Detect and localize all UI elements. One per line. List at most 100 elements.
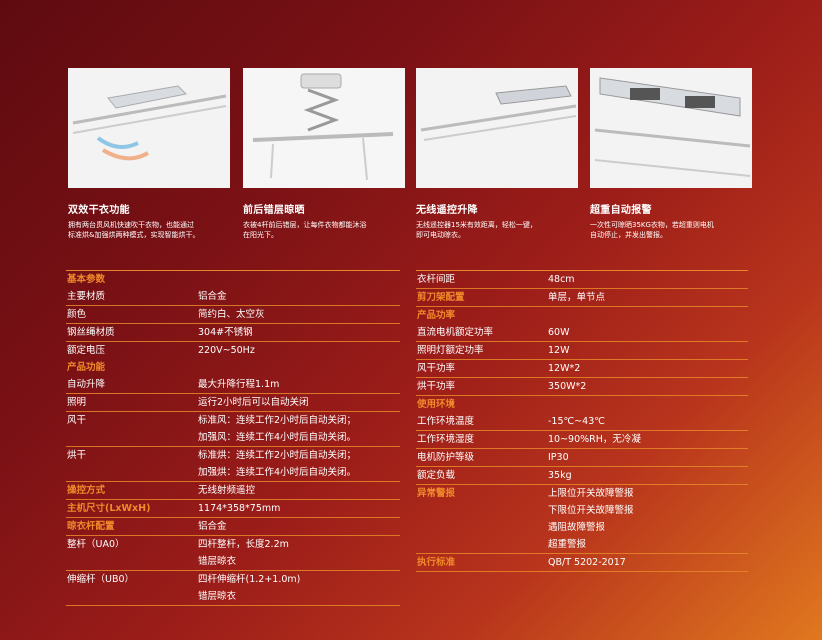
spec-row: 烘干 标准烘：连续工作2小时后自动关闭；加强烘：连续工作4小时后自动关闭。 [66, 447, 400, 482]
spec-value: 铝合金 [198, 288, 400, 305]
spec-value-line: 35kg [548, 470, 572, 481]
section-header: 使用环境 [416, 396, 748, 413]
spec-value [198, 271, 400, 288]
spec-value-line: 遇阻故障警报 [548, 522, 606, 533]
spec-row: 颜色 简约白、太空灰 [66, 306, 400, 324]
spec-row: 额定负载 35kg [416, 467, 748, 485]
spec-row: 自动升降最大升降行程1.1m [66, 376, 400, 394]
spec-label: 直流电机额定功率 [417, 327, 494, 338]
spec-value [198, 359, 400, 376]
spec-row: 工作环境湿度 10~90%RH，无冷凝 [416, 431, 748, 449]
spec-label: 伸缩杆（UB0） [67, 574, 135, 585]
spec-value-line: 铝合金 [198, 291, 227, 302]
feature-dual-drying: 双效干衣功能 拥有两台贯风机快速吹干衣物，也能通过标准烘&加强烘两种模式，实现智… [68, 201, 238, 240]
spec-value: 标准烘：连续工作2小时后自动关闭；加强烘：连续工作4小时后自动关闭。 [198, 447, 400, 481]
spec-value: 单层，单节点 [548, 289, 748, 306]
spec-value: 铝合金 [198, 518, 400, 535]
feature-title: 前后错层晾晒 [243, 205, 305, 216]
spec-value: 1174*358*75mm [198, 500, 400, 517]
spec-value: 简约白、太空灰 [198, 306, 400, 323]
spec-label: 照明灯额定功率 [417, 345, 484, 356]
feature-overload: 超重自动报警 一次性可晾晒35KG衣物，若超重则电机自动停止，并发出警报。 [590, 201, 760, 240]
spec-label: 产品功率 [417, 310, 456, 321]
spec-value-line: 1174*358*75mm [198, 503, 281, 514]
spec-label: 工作环境温度 [417, 416, 475, 427]
spec-row: 主机尺寸(LxWxH) 1174*358*75mm [66, 500, 400, 518]
spec-label: 主机尺寸(LxWxH) [67, 503, 151, 514]
spec-value-line: 12W [548, 345, 570, 356]
spec-value-line: QB/T 5202-2017 [548, 557, 626, 568]
spec-row: 晾衣杆配置 铝合金 [66, 518, 400, 536]
feature-title: 超重自动报警 [590, 205, 652, 216]
spec-row: 执行标准 QB/T 5202-2017 [416, 554, 748, 572]
spec-value: 60W [548, 324, 748, 341]
spec-value-line: 超重警报 [548, 539, 587, 550]
spec-value-line: 运行2小时后可以自动关闭 [198, 397, 309, 408]
spec-row: 风干功率 12W*2 [416, 360, 748, 378]
spec-value-line: 350W*2 [548, 381, 587, 392]
spec-label: 主要材质 [67, 291, 106, 302]
spec-row: 主要材质 铝合金 [66, 288, 400, 306]
spec-label: 烘干 [67, 450, 87, 461]
spec-label: 异常警报 [417, 488, 456, 499]
spec-value-line: 铝合金 [198, 521, 227, 532]
spec-label: 额定电压 [67, 345, 106, 356]
spec-label: 电机防护等级 [417, 452, 475, 463]
feature-title: 无线遥控升降 [416, 205, 478, 216]
spec-row: 工作环境温度 -15℃~43℃ [416, 413, 748, 431]
spec-value: IP30 [548, 449, 748, 466]
spec-value-line: 最大升降行程1.1m [198, 379, 280, 390]
spec-label: 整杆（UA0） [67, 539, 125, 550]
spec-value: 350W*2 [548, 378, 748, 395]
spec-value [548, 396, 748, 413]
spec-label: 颜色 [67, 309, 87, 320]
spec-value-line: 12W*2 [548, 363, 581, 374]
spec-label: 产品功能 [67, 362, 106, 373]
section-header: 产品功率 [416, 307, 748, 324]
spec-value: 12W*2 [548, 360, 748, 377]
spec-value-line: 标准风：连续工作2小时后自动关闭； [198, 415, 357, 426]
spec-label: 照明 [67, 397, 87, 408]
product-photo-dual-drying [68, 68, 230, 188]
spec-value-line: 无线射频遥控 [198, 485, 256, 496]
spec-value: 220V~50Hz [198, 342, 400, 359]
feature-desc: 拥有两台贯风机快速吹干衣物，也能通过 [68, 221, 194, 229]
spec-value-line: 上限位开关故障警报 [548, 488, 634, 499]
spec-label: 执行标准 [417, 557, 456, 568]
spec-row: 伸缩杆（UB0） 四杆伸缩杆(1.2+1.0m)错层晾衣 [66, 571, 400, 606]
spec-value: 运行2小时后可以自动关闭 [198, 394, 400, 411]
spec-value: 上限位开关故障警报下限位开关故障警报遇阻故障警报超重警报 [548, 485, 748, 553]
spec-value-line: -15℃~43℃ [548, 416, 605, 427]
feature-desc: 在阳光下。 [243, 231, 278, 239]
product-photo-staggered [243, 68, 405, 188]
spec-value-line: 220V~50Hz [198, 345, 255, 356]
spec-value: 最大升降行程1.1m [198, 376, 400, 393]
spec-value-line: IP30 [548, 452, 569, 463]
spec-value-line: 加强风：连续工作4小时后自动关闭。 [198, 432, 357, 443]
spec-label: 风干功率 [417, 363, 456, 374]
spec-value-line: 简约白、太空灰 [198, 309, 265, 320]
spec-value: 四杆伸缩杆(1.2+1.0m)错层晾衣 [198, 571, 400, 605]
spec-row: 异常警报 上限位开关故障警报下限位开关故障警报遇阻故障警报超重警报 [416, 485, 748, 554]
spec-value-line: 加强烘：连续工作4小时后自动关闭。 [198, 467, 357, 478]
spec-value: -15℃~43℃ [548, 413, 748, 430]
spec-label: 衣杆间距 [417, 274, 456, 285]
spec-value: 304#不锈钢 [198, 324, 400, 341]
spec-label: 晾衣杆配置 [67, 521, 115, 532]
spec-value: 10~90%RH，无冷凝 [548, 431, 748, 448]
feature-remote: 无线遥控升降 无线遥控器15米有效距离，轻松一键，即可电动晾衣。 [416, 201, 586, 240]
spec-label: 工作环境湿度 [417, 434, 475, 445]
spec-value-line: 错层晾衣 [198, 556, 237, 567]
spec-value-line: 错层晾衣 [198, 591, 237, 602]
feature-title: 双效干衣功能 [68, 205, 130, 216]
section-header: 产品功能 [66, 359, 400, 376]
spec-label: 额定负载 [417, 470, 456, 481]
spec-label: 基本参数 [67, 274, 106, 285]
spec-value: 35kg [548, 467, 748, 484]
